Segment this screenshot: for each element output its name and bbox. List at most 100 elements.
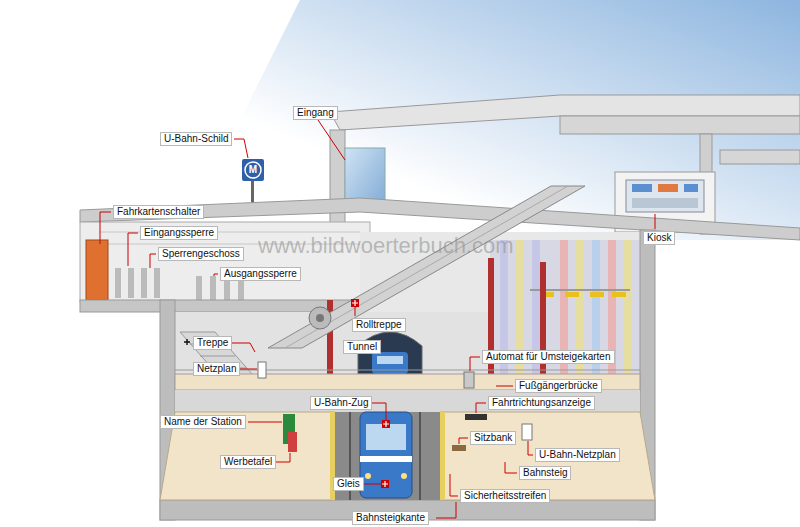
part-label: Treppe [193, 336, 232, 350]
plus-markers-part [382, 481, 388, 487]
part-label: Tunnel [343, 340, 381, 354]
leader-lines-part [128, 233, 138, 266]
lights-part [590, 292, 604, 297]
leader-lines-part [655, 214, 656, 229]
platforms-part [160, 412, 335, 500]
part-label: Kiosk [643, 231, 675, 245]
train-part [401, 473, 407, 479]
platforms [160, 390, 655, 500]
leader-lines-part [476, 403, 486, 413]
platform-fixtures-part [258, 362, 266, 378]
sign-pole-part [242, 159, 264, 181]
ticket-hall-part [100, 232, 360, 233]
part-label: Fußgängerbrücke [515, 379, 602, 393]
escalator [268, 186, 585, 348]
plus-markers-part [383, 421, 389, 427]
upper-structure-part [626, 180, 704, 212]
platform-fixtures-part [522, 424, 532, 440]
platforms-part [175, 390, 640, 412]
part-label: Eingang [293, 106, 338, 120]
leader-lines-part [150, 254, 156, 268]
ticket-hall-part [141, 268, 147, 298]
part-label: Netzplan [193, 362, 240, 376]
escalator-part [316, 314, 324, 322]
leader-lines-part [459, 438, 468, 444]
ticket-hall-part [210, 276, 216, 300]
train-part [365, 473, 371, 479]
platforms-part [440, 412, 445, 500]
upper-structure-part [684, 184, 698, 192]
leader-lines-part [362, 484, 381, 485]
part-label: Werbetafel [220, 455, 276, 469]
platforms-part [419, 412, 421, 500]
ticket-hall-part [196, 276, 202, 300]
part-label: Automat für Umsteigekarten [482, 350, 615, 364]
platform-fixtures-part [452, 445, 466, 451]
tunnel-part [372, 352, 408, 374]
platforms-part [440, 412, 655, 500]
leader-lines-part [450, 474, 458, 496]
platform-fixtures-part [464, 372, 474, 388]
plus-markers-part [382, 420, 390, 428]
part-label: Sicherheitsstreifen [460, 489, 550, 503]
plus-markers-part [381, 480, 389, 488]
upper-structure-part [658, 184, 678, 192]
leader-lines-part [470, 357, 480, 371]
part-label: Fahrtrichtungsanzeige [488, 396, 595, 410]
part-label: Sperrengeschoss [158, 247, 244, 261]
part-label: Eingangssperre [140, 226, 218, 240]
part-label: U-Bahn-Schild [160, 132, 232, 146]
leader-lines-part [505, 462, 517, 473]
leader-lines-part [214, 274, 218, 276]
part-label: Bahnsteigkante [352, 511, 429, 525]
part-label: U-Bahn-Netzplan [535, 448, 620, 462]
watermark: www.bildwoerterbuch.com [258, 233, 514, 259]
lights-part [565, 292, 579, 297]
upper-structure-part [720, 150, 800, 164]
part-label: Name der Station [160, 415, 246, 429]
part-label: Sitzbank [470, 431, 516, 445]
ticket-hall-part [115, 268, 121, 298]
ticket-hall-part [86, 240, 108, 300]
leader-lines [100, 120, 655, 518]
plus-markers-part [352, 300, 358, 306]
lights-part [612, 292, 626, 297]
platform-fixtures-part [465, 414, 487, 420]
leader-lines-part [318, 120, 345, 160]
stairs-part [200, 356, 235, 357]
leader-lines-part [275, 453, 290, 462]
ticket-hall-part [128, 268, 134, 298]
leader-lines-part [496, 386, 513, 387]
escalator-part [268, 186, 585, 348]
upper-structure-part [632, 198, 698, 208]
train-part [360, 456, 412, 462]
main-hall-part [624, 240, 632, 375]
escalator-part [285, 186, 568, 348]
part-label: U-Bahn-Zug [310, 396, 372, 410]
leader-lines-part [232, 343, 255, 352]
pedestrian-bridge-part [175, 370, 640, 371]
upper-structure-part [560, 116, 800, 134]
part-label: Ausgangssperre [220, 267, 301, 281]
leader-lines-part [436, 502, 456, 518]
leader-lines-part [248, 422, 282, 423]
sign-letter: M [243, 164, 263, 176]
escalator-part [309, 307, 331, 329]
part-label: Fahrkartenschalter [113, 205, 204, 219]
leader-lines-part [528, 441, 533, 455]
leader-lines-part [100, 212, 111, 244]
leader-lines-part [234, 139, 248, 158]
plus-markers-part [184, 339, 190, 345]
leader-lines-part [355, 307, 356, 316]
ticket-hall-part [154, 268, 160, 298]
leader-lines-part [240, 369, 257, 370]
part-label: Rolltreppe [352, 318, 406, 332]
part-label: Bahnsteig [519, 466, 571, 480]
part-label: Gleis [333, 477, 364, 491]
train [360, 412, 412, 498]
train-part [360, 412, 412, 498]
upper-structure-part [632, 184, 652, 192]
plus-markers-part [351, 299, 359, 307]
